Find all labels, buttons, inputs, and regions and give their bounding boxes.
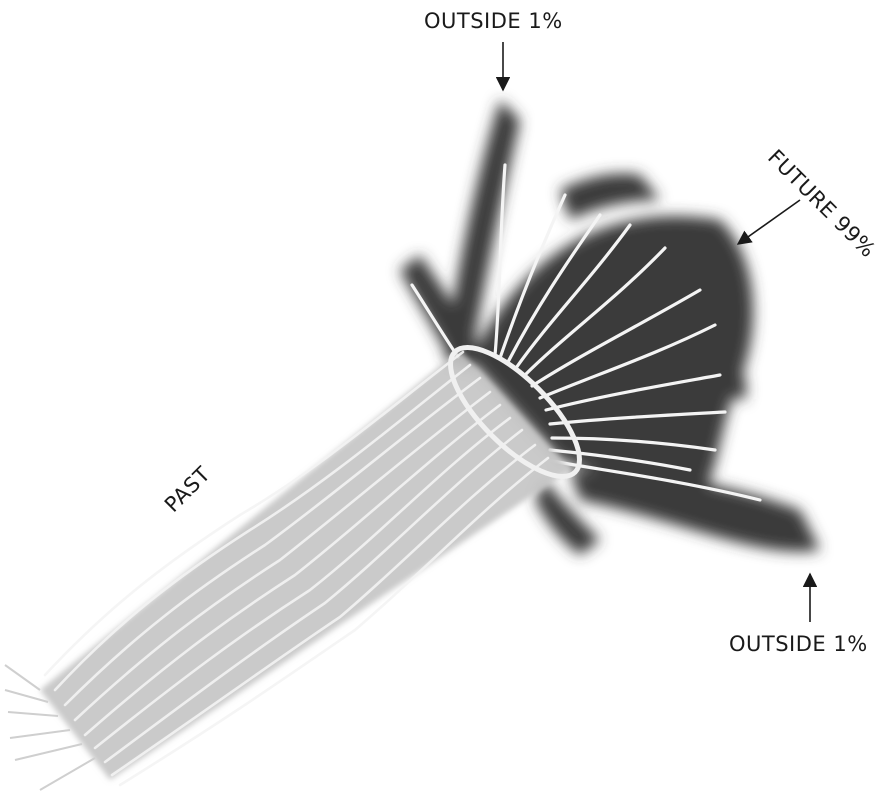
arrow-future xyxy=(738,200,800,244)
label-outside-top: OUTSIDE 1% xyxy=(424,9,563,33)
past-body xyxy=(40,350,570,780)
label-outside-bottom: OUTSIDE 1% xyxy=(729,632,868,656)
